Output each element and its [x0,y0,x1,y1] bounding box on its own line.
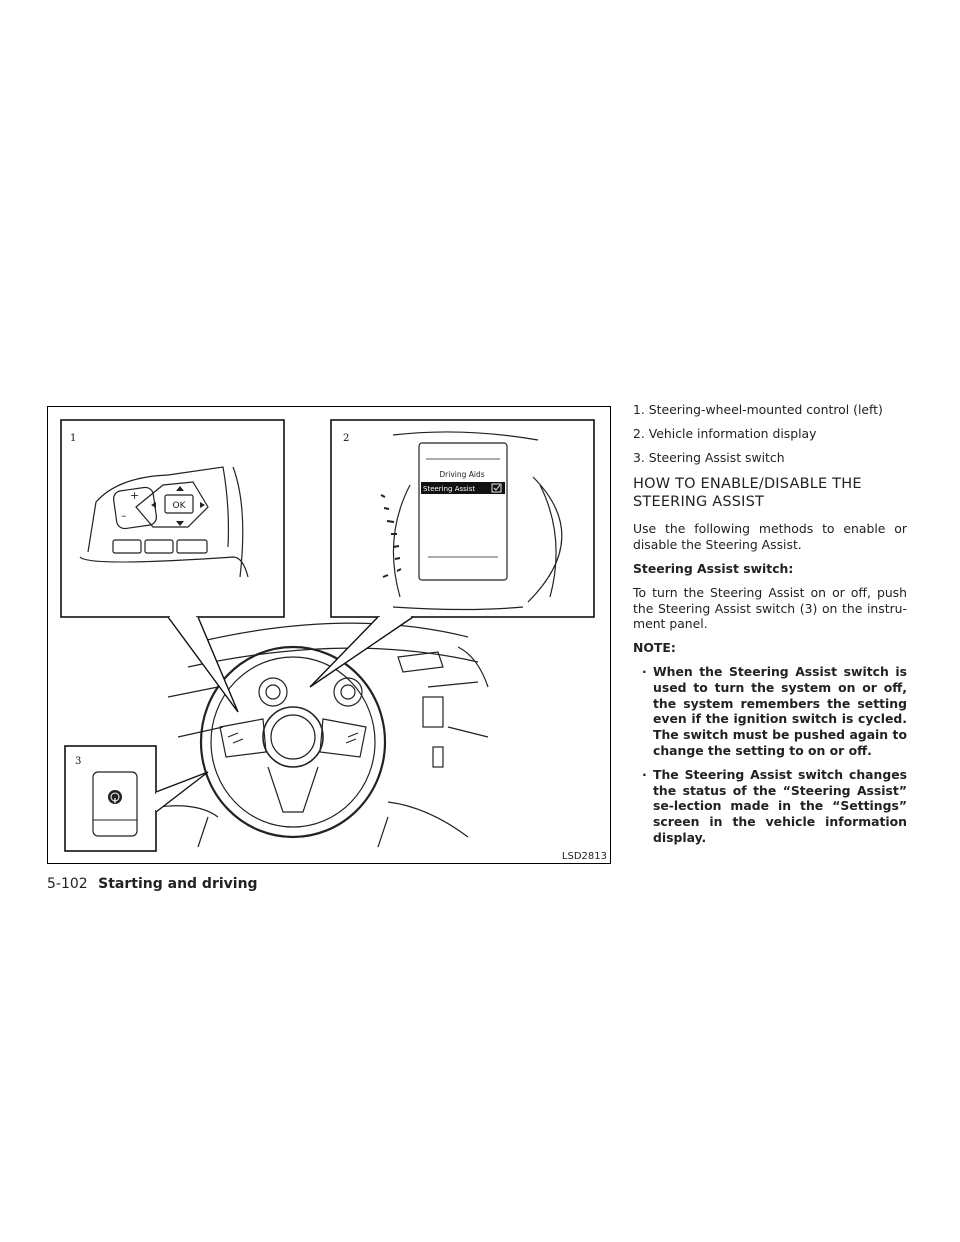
note-item: ·When the Steering Assist switch is used… [642,663,907,758]
display-steering-assist-item: Steering Assist [423,485,475,493]
section-heading: HOW TO ENABLE/DISABLE THE STEERING ASSIS… [633,476,862,511]
callout-1-label: 1 [70,433,76,444]
ok-button-label: OK [173,501,187,511]
steering-assist-figure: OK + – 1 [47,406,611,864]
callout-2-label: 2 [343,433,349,444]
note-text: The Steering Assist switch changes the s… [653,766,907,845]
legend-item-1: 1. Steering-wheel-mounted control (left) [633,402,883,417]
page-number: 5-102 [47,876,88,892]
display-header: Driving Aids [439,470,484,479]
callout-3-label: 3 [75,756,81,767]
note-item: ·The Steering Assist switch changes the … [642,766,907,845]
steering-wheel-icon [108,790,122,804]
note-text: When the Steering Assist switch is used … [653,663,907,758]
legend-item-2: 2. Vehicle information display [633,425,817,441]
note-label: NOTE: [633,640,676,656]
legend-item-3: 3. Steering Assist switch [633,449,785,465]
text-column: 1. Steering-wheel-mounted control (left)… [633,402,907,854]
steering-wheel-illustration: OK + – 1 [60,419,595,852]
volume-down-glyph: – [121,509,127,522]
section-title: Starting and driving [98,876,258,892]
intro-paragraph: Use the following methods to enable or d… [633,521,907,553]
checkbox-icon [491,483,502,493]
page-footer: 5-102 Starting and driving [47,876,258,892]
subheading: Steering Assist switch: [633,560,794,576]
volume-up-glyph: + [130,489,139,502]
figure-code: LSD2813 [561,851,607,862]
instruction-paragraph: To turn the Steering Assist on or off, p… [633,584,907,632]
